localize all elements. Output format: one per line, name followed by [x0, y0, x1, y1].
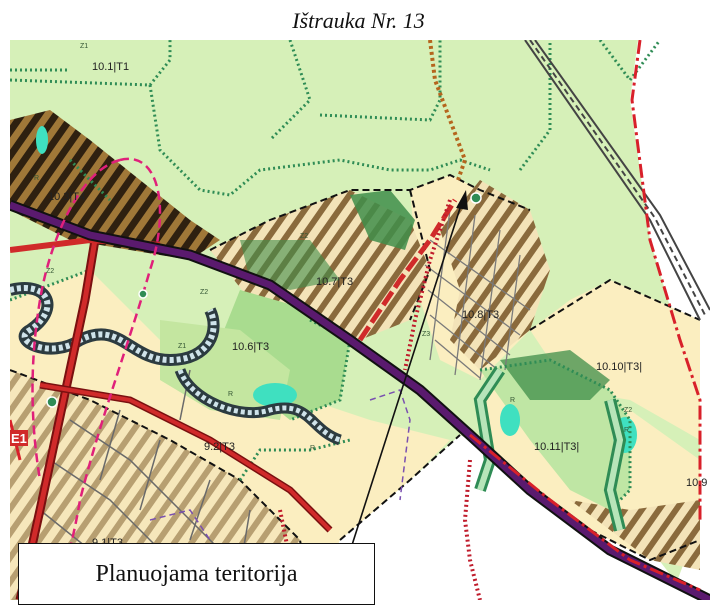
code-z2-west: Z2: [46, 268, 54, 275]
code-z2-mid: Z2: [200, 289, 208, 296]
code-z1-north: Z1: [80, 43, 88, 50]
purple-dashed-line-2: [149, 509, 211, 541]
zone-label-10-8: 10.8|T3: [462, 309, 499, 321]
outside-area-east: [630, 40, 710, 600]
code-z1-mid: Z1: [178, 343, 186, 350]
water-pond-1: [253, 383, 297, 407]
zoning-map: 10.1|T1 10.3|T4 10.7|T3 10.8|T3 10.6|T3 …: [10, 40, 710, 600]
zone-label-10-11: 10.11|T3|: [534, 441, 579, 453]
zone-label-10-9: 10.9: [686, 477, 707, 489]
hatched-south-east: [570, 500, 700, 570]
outside-area-south: [310, 435, 690, 600]
zone-label-10-7: 10.7|T3: [316, 276, 353, 288]
purple-dashed-line: [369, 389, 411, 501]
code-r-west: R: [34, 175, 39, 182]
point-markers: [46, 192, 482, 408]
railway: [524, 40, 710, 321]
road-label-box: [10, 430, 28, 446]
water-pond-4: [36, 126, 48, 154]
code-r-pond: R: [228, 391, 233, 398]
zone-label-9-2: 9.2|T3: [204, 441, 235, 453]
zone-boundaries: [10, 173, 701, 600]
dark-green-belt-1: [350, 190, 415, 250]
green-dotted-boundaries: [10, 40, 662, 512]
road-label-e1: E1: [11, 431, 27, 446]
code-z2-center: Z2: [300, 233, 308, 240]
hatched-south-west: [10, 370, 310, 600]
code-r-south: R: [310, 445, 315, 452]
planned-territory-callout: Planuojama teritorija: [18, 543, 375, 605]
callout-arrow-head: [456, 190, 468, 210]
zone-label-10-1: 10.1|T1: [92, 61, 129, 73]
callout-arrow-line: [351, 201, 463, 546]
code-z2-east: Z2: [624, 407, 632, 414]
main-road: [10, 199, 710, 600]
zone-label-10-10: 10.10|T3|: [596, 361, 642, 373]
code-r-far-east: R: [624, 427, 629, 434]
callout-text: Planuojama teritorija: [95, 560, 298, 587]
dark-green-belt-2: [500, 350, 610, 400]
residential-10-10: [530, 280, 700, 440]
green-band-east: [473, 366, 627, 532]
code-r-east: R: [510, 397, 515, 404]
zone-label-10-6: 10.6|T3: [232, 341, 269, 353]
water-pond-2: [500, 404, 520, 436]
orange-dotted-path: [428, 40, 468, 181]
map-title: Ištrauka Nr. 13: [292, 8, 425, 33]
hatched-east-strip: [440, 180, 550, 370]
code-z3: Z3: [422, 331, 430, 338]
zone-label-10-3: 10.3|T4: [48, 191, 85, 203]
